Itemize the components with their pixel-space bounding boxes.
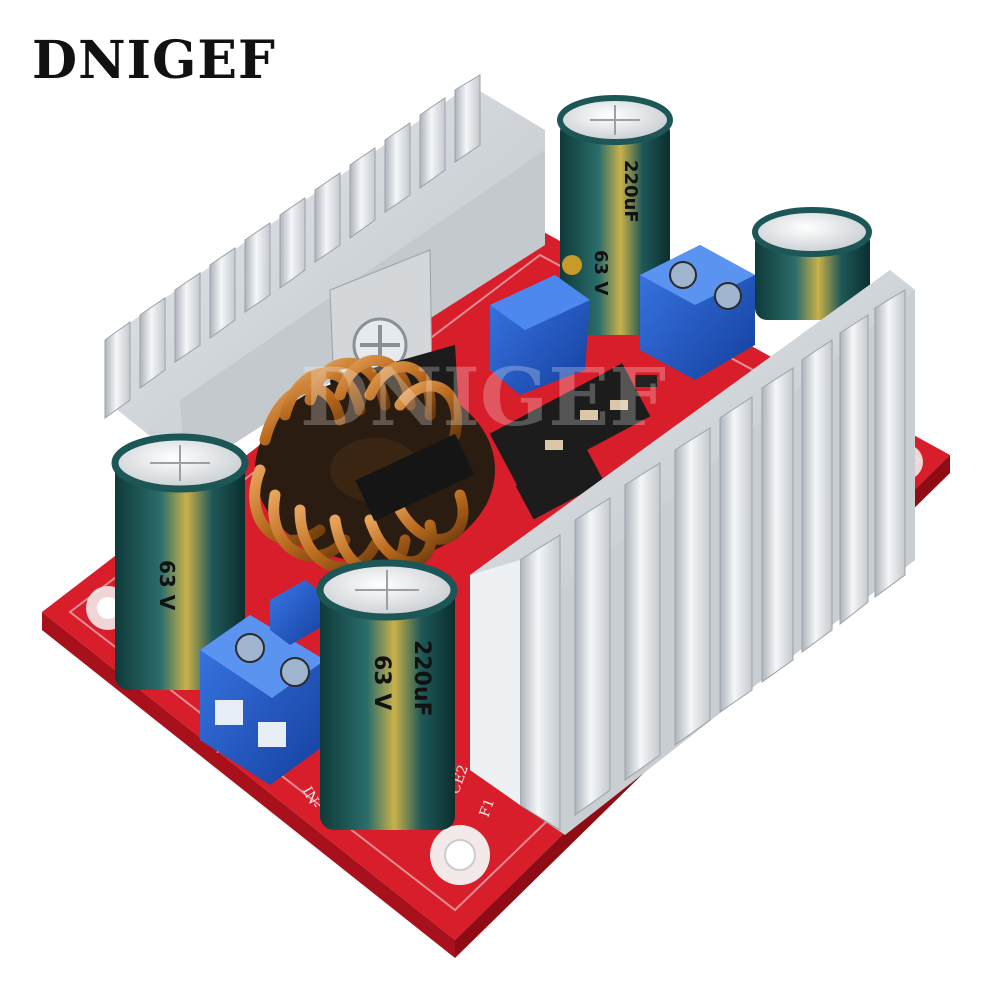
capacitor-back-right	[752, 207, 872, 320]
capacitor-front-left: 63 V	[111, 433, 249, 690]
capacitor-marking-capacitance: 220uF	[620, 160, 641, 223]
mounting-hole	[430, 825, 490, 885]
jumper-block	[270, 580, 325, 645]
brand-logo: DNIGEF	[32, 30, 276, 91]
trimmer-potentiometer	[490, 255, 590, 395]
capacitor-marking-voltage: 63 V	[155, 560, 179, 611]
capacitor-marking-voltage: 63 V	[369, 655, 394, 710]
smd-components	[489, 363, 657, 520]
capacitor-marking-voltage: 63 V	[590, 250, 611, 295]
screw-terminal-input	[200, 615, 325, 785]
label-f1: F1	[477, 796, 498, 819]
toroidal-inductor	[249, 354, 495, 578]
capacitor-front-center: 220uF 63 V	[316, 559, 458, 830]
heatsink-right	[470, 270, 915, 835]
watermark-text: DNIGEF	[300, 350, 666, 444]
screw-terminal-output	[640, 245, 755, 380]
capacitor-marking-capacitance: 220uF	[409, 640, 434, 717]
